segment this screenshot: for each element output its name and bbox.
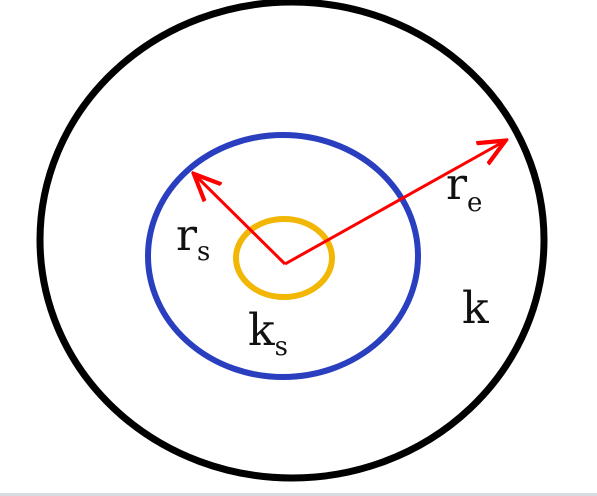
outer-boundary-circle <box>36 0 548 482</box>
bottom-edge <box>0 493 597 496</box>
label-r-s: rs <box>176 210 210 267</box>
label-k: k <box>462 283 489 334</box>
label-r-e: re <box>446 159 482 218</box>
arrow-r-s <box>196 176 287 266</box>
label-k-s: ks <box>248 305 288 362</box>
wellbore-circle <box>233 216 335 300</box>
arrow-r-e <box>284 142 503 266</box>
skin-zone-circle <box>145 132 421 380</box>
